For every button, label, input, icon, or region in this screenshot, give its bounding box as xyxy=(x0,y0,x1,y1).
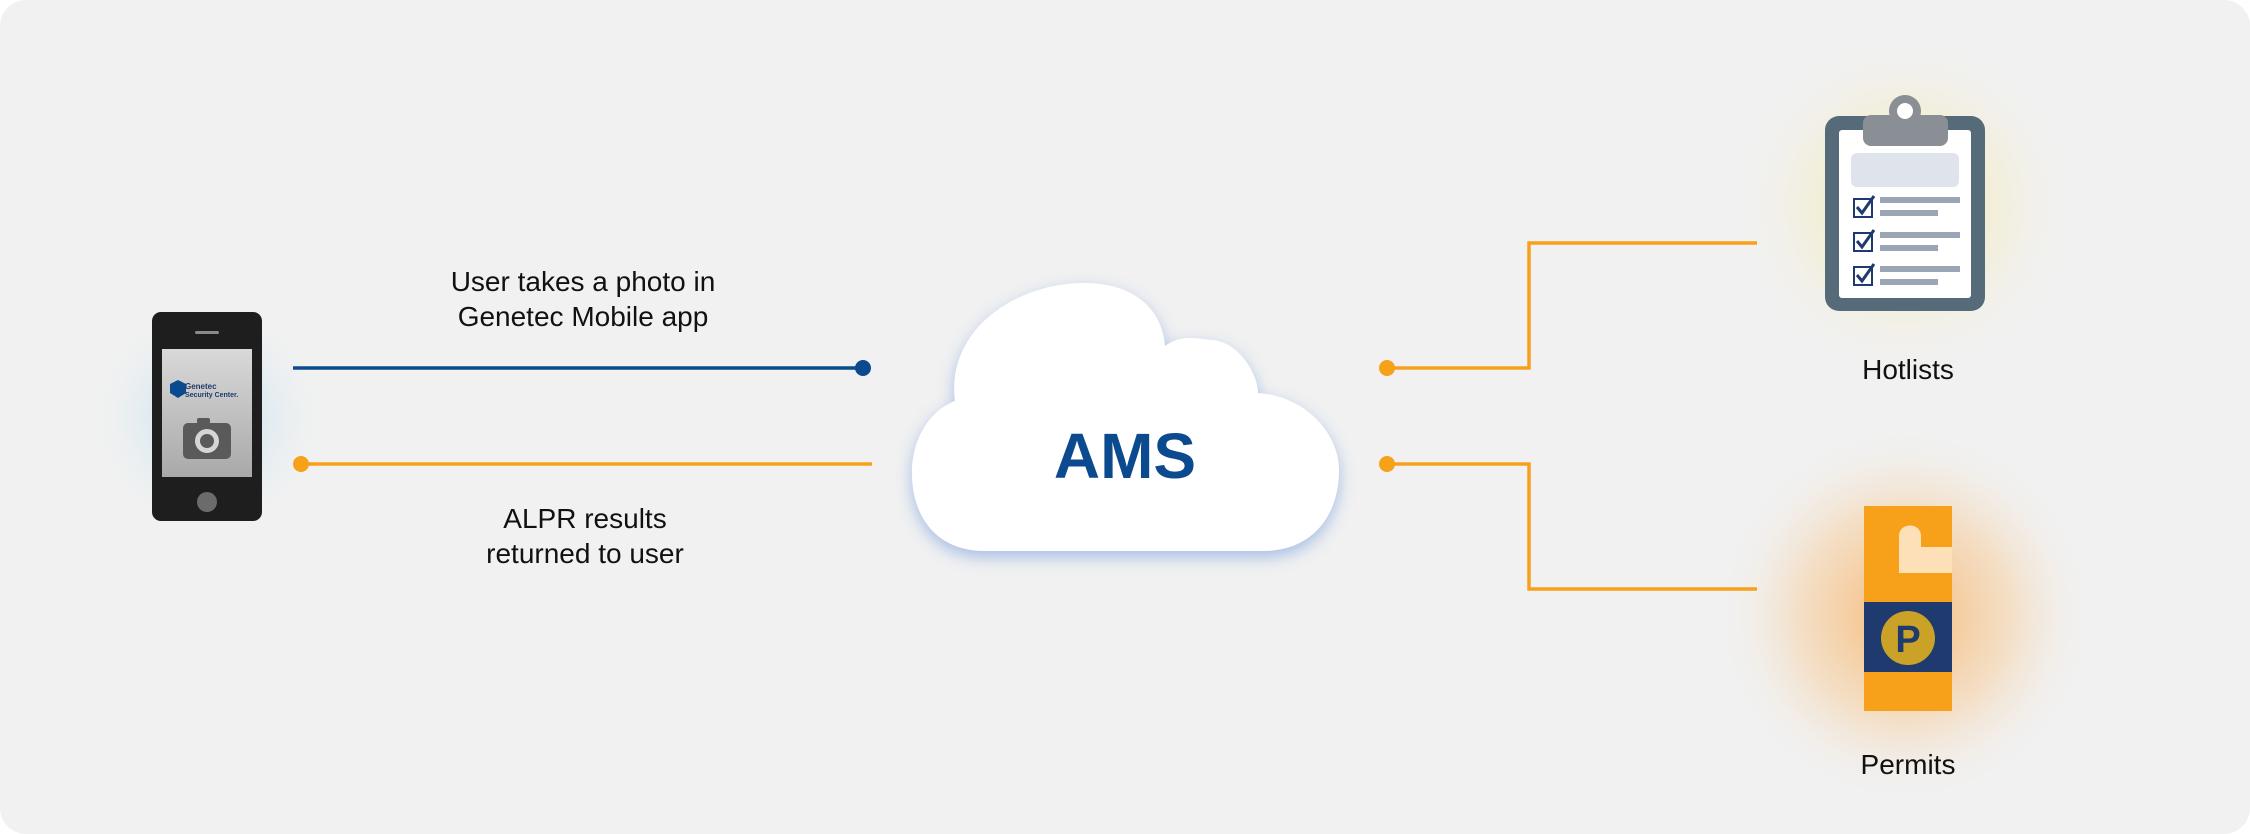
ams-label: AMS xyxy=(1053,420,1197,492)
phone-home-button xyxy=(197,492,217,512)
hotlists-connector xyxy=(1379,241,1757,376)
cloud-icon xyxy=(912,283,1339,551)
permit-badge-letter: P xyxy=(1895,619,1920,661)
photo-upload-connector xyxy=(293,360,871,376)
smartphone-icon: Genetec Security Center. xyxy=(152,312,262,521)
clipboard-checklist-icon xyxy=(1825,95,1985,311)
permits-label: Permits xyxy=(1860,749,1956,780)
hotlists-label: Hotlists xyxy=(1862,354,1954,385)
checklist-row-1 xyxy=(1853,195,1960,218)
photo-step-label: User takes a photo in Genetec Mobile app xyxy=(383,264,783,334)
results-step-line-2: returned to user xyxy=(486,538,684,569)
checklist-row-3 xyxy=(1853,263,1960,286)
phone-brand-line1: Genetec xyxy=(185,382,217,391)
checklist-row-2 xyxy=(1853,229,1960,252)
genetec-logo-icon: Genetec Security Center. xyxy=(170,380,238,399)
phone-brand-line2: Security Center. xyxy=(185,392,238,399)
parking-permit-hangtag-icon: P xyxy=(1864,506,1952,711)
results-step-label: ALPR results returned to user xyxy=(385,501,785,571)
results-return-connector xyxy=(293,456,872,472)
permits-connector xyxy=(1379,456,1757,591)
results-step-line-1: ALPR results xyxy=(503,503,667,534)
photo-step-line-2: Genetec Mobile app xyxy=(457,301,709,332)
photo-step-line-1: User takes a photo in xyxy=(450,266,716,297)
camera-icon xyxy=(183,418,231,459)
